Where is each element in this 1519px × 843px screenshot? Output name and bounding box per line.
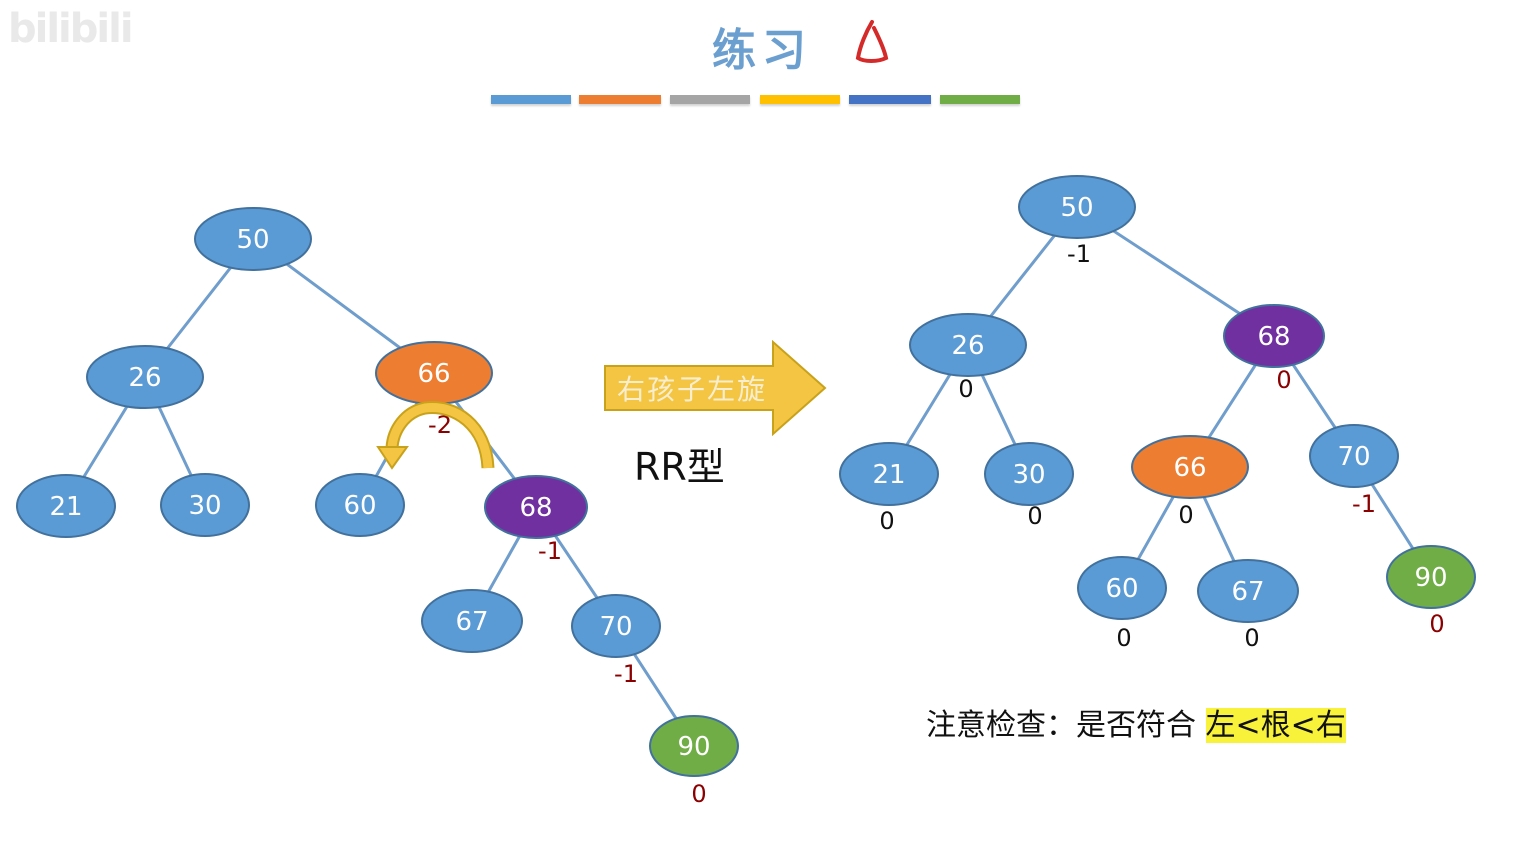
- node-label: 66: [1173, 453, 1206, 483]
- node-label: 60: [1105, 574, 1138, 604]
- balance-factor: 0: [879, 507, 894, 535]
- balance-factor: 0: [1244, 624, 1259, 652]
- pen-mark-icon: [855, 20, 889, 63]
- tree-node-90: [1386, 545, 1476, 609]
- stripe-segment: [849, 95, 931, 104]
- node-label: 66: [417, 359, 450, 389]
- rotation-label: 右孩子左旋: [617, 373, 768, 406]
- tree-node-70: [571, 594, 661, 658]
- node-label: 30: [1012, 460, 1045, 490]
- node-label: 21: [49, 492, 82, 522]
- tree-node-67: [1197, 559, 1299, 623]
- tree-node-21: [16, 474, 116, 538]
- balance-factor: 0: [1178, 501, 1193, 529]
- balance-factor: 0: [1429, 610, 1444, 638]
- balance-factor: 0: [691, 780, 706, 808]
- tree-node-26: [86, 345, 204, 409]
- node-label: 30: [188, 491, 221, 521]
- tree-node-90: [649, 715, 739, 777]
- tree-node-70: [1309, 424, 1399, 488]
- node-label: 90: [1414, 563, 1447, 593]
- stripe-segment: [491, 95, 571, 104]
- rotate-left-arrow-icon: [376, 401, 495, 470]
- stripe-segment: [579, 95, 661, 104]
- stripe-segment: [760, 95, 840, 104]
- node-label: 60: [343, 491, 376, 521]
- node-label: 70: [1337, 442, 1370, 472]
- stripe-segment: [670, 95, 750, 104]
- stripe-segment: [940, 95, 1020, 104]
- balance-factor: -1: [1352, 490, 1376, 518]
- tree-node-68: [484, 475, 588, 539]
- tree-node-21: [839, 442, 939, 506]
- right-arrow-icon: [604, 340, 827, 436]
- node-label: 50: [1060, 193, 1093, 223]
- balance-factor: -2: [428, 411, 452, 439]
- tree-node-50: [1018, 175, 1136, 239]
- node-label: 70: [599, 612, 632, 642]
- node-label: 26: [128, 363, 161, 393]
- balance-factor: -1: [538, 537, 562, 565]
- tree-node-60: [1077, 556, 1167, 620]
- node-label: 68: [1257, 322, 1290, 352]
- node-label: 26: [951, 331, 984, 361]
- node-label: 21: [872, 460, 905, 490]
- node-label: 90: [677, 732, 710, 762]
- after-tree: 50 -1 26 0 68 0 21 0 30 0 66 0 70 -1 60 0 67 0 90 0: [839, 175, 1476, 652]
- tree-node-26: [909, 313, 1027, 377]
- node-label: 50: [236, 225, 269, 255]
- page-title: 练习: [712, 25, 812, 76]
- balance-factor: 0: [1276, 366, 1291, 394]
- tree-node-68: [1223, 304, 1325, 368]
- node-label: 67: [1231, 577, 1264, 607]
- tree-node-66: [1131, 435, 1249, 499]
- tree-node-50: [194, 207, 312, 271]
- tree-node-30: [984, 442, 1074, 506]
- rr-type-label: RR型: [634, 445, 725, 489]
- note-highlight: 左<根<右: [1205, 708, 1346, 743]
- check-note: 注意检查：是否符合 左<根<右: [926, 700, 1346, 744]
- bilibili-watermark: bilibili: [8, 6, 134, 52]
- balance-factor: 0: [1027, 502, 1042, 530]
- tree-node-67: [421, 589, 523, 653]
- tree-node-30: [160, 473, 250, 537]
- node-label: 67: [455, 607, 488, 637]
- node-label: 68: [519, 493, 552, 523]
- before-tree: 50 26 66 -2 21 30 60 68 -1 67 70 -1 90 0: [16, 207, 739, 808]
- balance-factor: -1: [1067, 240, 1091, 268]
- balance-factor: 0: [1116, 624, 1131, 652]
- balance-factor: 0: [958, 375, 973, 403]
- tree-node-60: [315, 473, 405, 537]
- balance-factor: -1: [614, 660, 638, 688]
- note-prefix: 注意检查：是否符合: [926, 708, 1206, 743]
